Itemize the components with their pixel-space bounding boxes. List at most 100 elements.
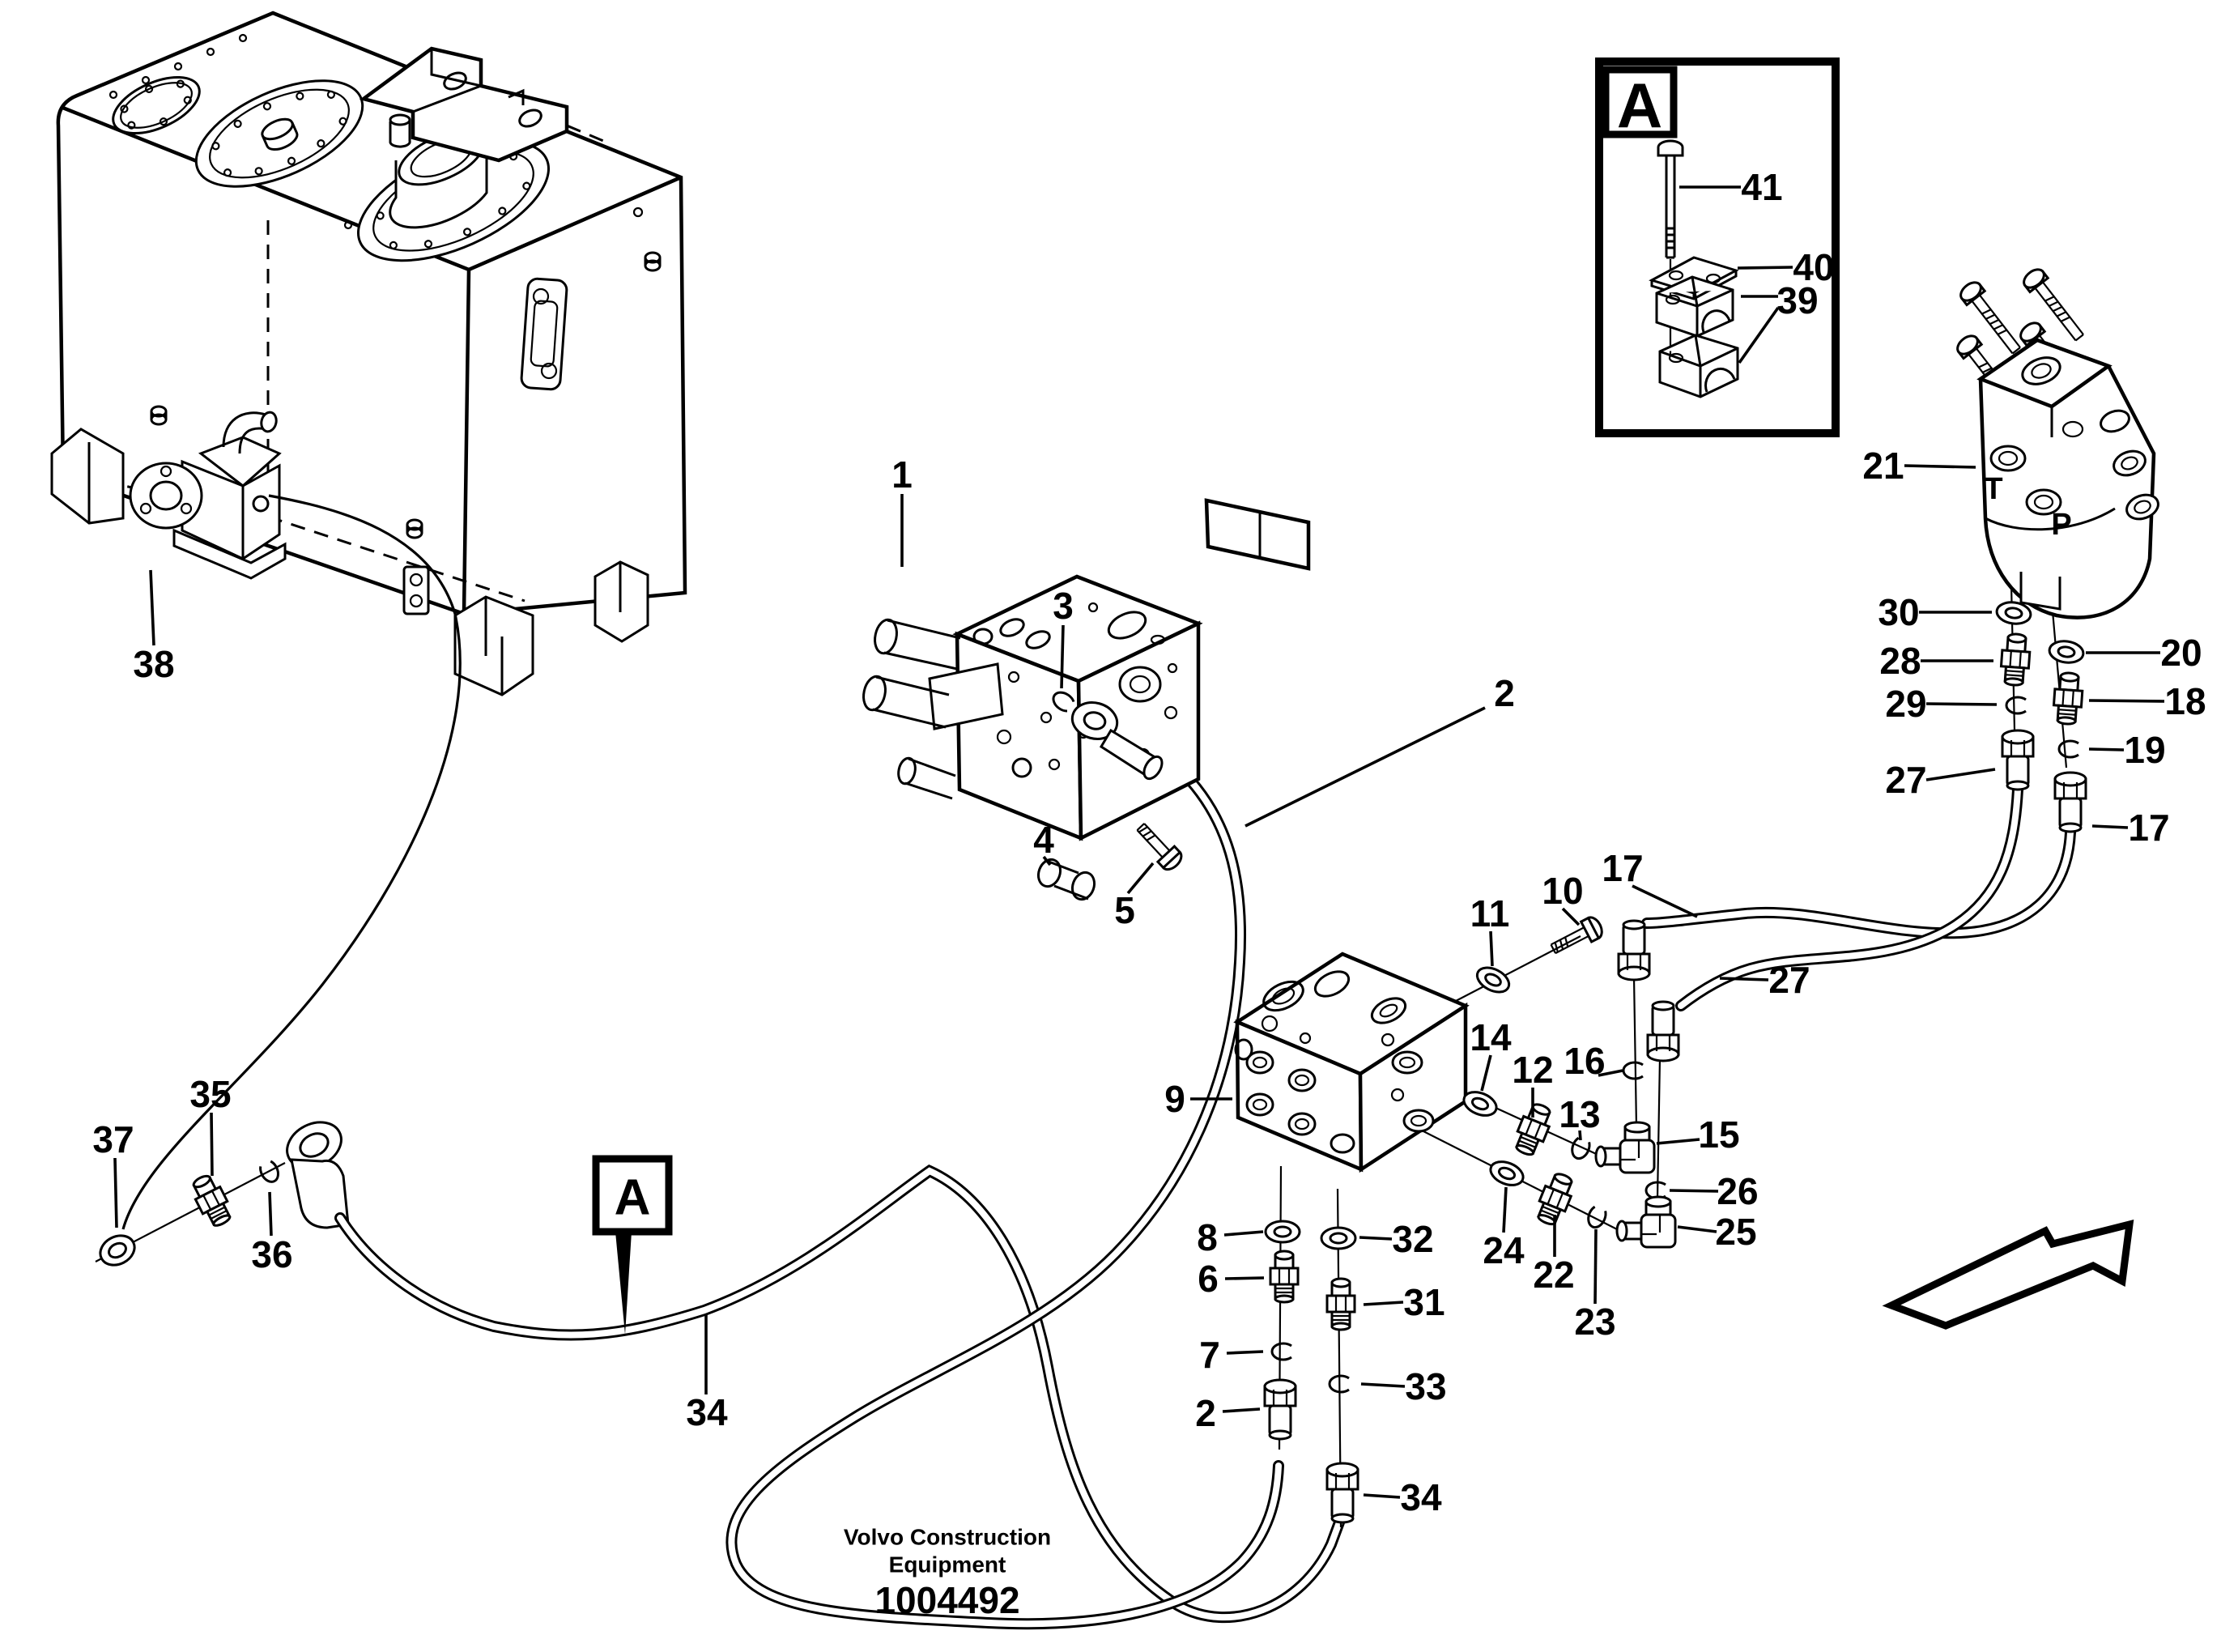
hose-2 (725, 762, 1284, 1630)
hoses (334, 762, 2076, 1630)
part-label-15: 15 (1698, 1113, 1739, 1156)
hose-nut-2 (1263, 1378, 1297, 1441)
part-label-7: 7 (1199, 1334, 1220, 1376)
part-label-18: 18 (2164, 680, 2206, 722)
part-label-9: 9 (1164, 1078, 1185, 1120)
part-label-16: 16 (1564, 1040, 1605, 1082)
part-label-17: 17 (1602, 847, 1643, 889)
detail-box-letter: A (1617, 70, 1662, 141)
leader-line-37 (113, 1157, 118, 1228)
nipple-18 (2051, 671, 2085, 726)
leader-line-38 (149, 569, 155, 646)
leader-line-18 (2088, 699, 2165, 703)
section-marker-pointer (615, 1232, 632, 1335)
part-label-27: 27 (1768, 959, 1810, 1001)
leader-line-36 (268, 1191, 273, 1237)
leader-line-13 (1578, 1130, 1582, 1141)
part-label-13: 13 (1559, 1093, 1600, 1135)
leader-line-29 (1925, 702, 1998, 706)
elbow-25 (1615, 1195, 1677, 1249)
nipple-28 (1998, 632, 2032, 688)
leader-line-15 (1656, 1138, 1700, 1145)
leader-line-17 (1632, 884, 1698, 918)
leader-line-17 (2091, 824, 2129, 829)
leader-line-14 (1480, 1054, 1492, 1092)
part-label-34: 34 (686, 1391, 728, 1433)
part-label-29: 29 (1885, 683, 1926, 725)
brand-line-2: Equipment (889, 1552, 1006, 1577)
hose-nut-27-lower (1646, 1000, 1680, 1062)
part-label-2: 2 (1195, 1392, 1216, 1434)
part-label-41: 41 (1741, 166, 1782, 208)
leader-line-2 (1222, 1407, 1261, 1413)
part-label-35: 35 (189, 1073, 231, 1115)
hose-nut-27-upper (2001, 729, 2035, 791)
leader-line-24 (1502, 1186, 1508, 1233)
part-label-8: 8 (1197, 1216, 1218, 1258)
hose-17 (1641, 827, 2076, 939)
part-label-17: 17 (2128, 807, 2169, 849)
part-label-39: 39 (1776, 279, 1818, 321)
part-label-32: 32 (1392, 1218, 1433, 1260)
washer-8 (1264, 1220, 1301, 1244)
leader-line-26 (1669, 1189, 1719, 1193)
brand-line-1: Volvo Construction (844, 1525, 1051, 1550)
direction-arrow-icon (1882, 1220, 2134, 1330)
part-label-27: 27 (1885, 759, 1926, 801)
leader-line-27 (1719, 977, 1769, 981)
leader-line-6 (1224, 1276, 1265, 1280)
leader-line-40 (1737, 266, 1793, 270)
part-label-21: 21 (1862, 445, 1904, 487)
part-label-5: 5 (1114, 889, 1135, 931)
part-label-36: 36 (251, 1233, 292, 1275)
nipple-31 (1325, 1277, 1356, 1331)
bottom-left-fittings (95, 1121, 350, 1267)
part-label-31: 31 (1403, 1281, 1445, 1323)
clamp-4 (1036, 858, 1096, 901)
leader-line-4 (1042, 855, 1052, 866)
section-marker: A (592, 1155, 673, 1335)
hose-27 (1675, 784, 2023, 1011)
leader-line-31 (1363, 1301, 1404, 1306)
valve-block-9-assembly (1233, 913, 1680, 1528)
leader-line-10 (1561, 907, 1581, 926)
leader-line-23 (1593, 1228, 1598, 1305)
clamp-halves-39 (1655, 275, 1739, 398)
o-ring-19 (2057, 739, 2080, 759)
pilot-hose-38 (121, 494, 462, 1230)
part-label-24: 24 (1483, 1229, 1525, 1271)
part-label-12: 12 (1512, 1049, 1553, 1091)
tank-bracket (359, 46, 569, 163)
part-label-1: 1 (891, 453, 913, 496)
o-ring-16 (1622, 1061, 1644, 1080)
hose-elbow-34 (286, 1121, 350, 1229)
part-label-25: 25 (1715, 1211, 1756, 1253)
part-label-4: 4 (1033, 819, 1054, 861)
o-ring-7 (1270, 1342, 1293, 1361)
leader-line-3 (1060, 624, 1065, 689)
part-label-10: 10 (1542, 870, 1583, 912)
leader-line-16 (1598, 1069, 1623, 1077)
leader-line-8 (1223, 1230, 1264, 1237)
leader-line-33 (1360, 1382, 1406, 1388)
o-ring-36 (257, 1159, 283, 1186)
part-label-34: 34 (1400, 1476, 1442, 1518)
drain-valve-38 (129, 411, 287, 580)
washer-11 (1471, 961, 1515, 998)
leader-line-5 (1126, 862, 1155, 895)
servo-valve-1 (862, 498, 1311, 901)
hose-nut-17-upper (2053, 771, 2087, 833)
leader-line-34 (1363, 1493, 1401, 1499)
bolt-5 (1131, 817, 1186, 875)
figure-number: 1004492 (874, 1579, 1019, 1621)
footer: Volvo Construction Equipment 1004492 (844, 1525, 1051, 1622)
washer-32 (1320, 1226, 1357, 1250)
part-label-22: 22 (1533, 1254, 1574, 1296)
tank-cover-large (194, 79, 364, 188)
leader-line-11 (1489, 930, 1494, 967)
tank-studs (150, 206, 662, 615)
elbow-15 (1594, 1121, 1656, 1174)
o-ring-13 (1568, 1135, 1593, 1163)
part-label-23: 23 (1574, 1301, 1615, 1343)
